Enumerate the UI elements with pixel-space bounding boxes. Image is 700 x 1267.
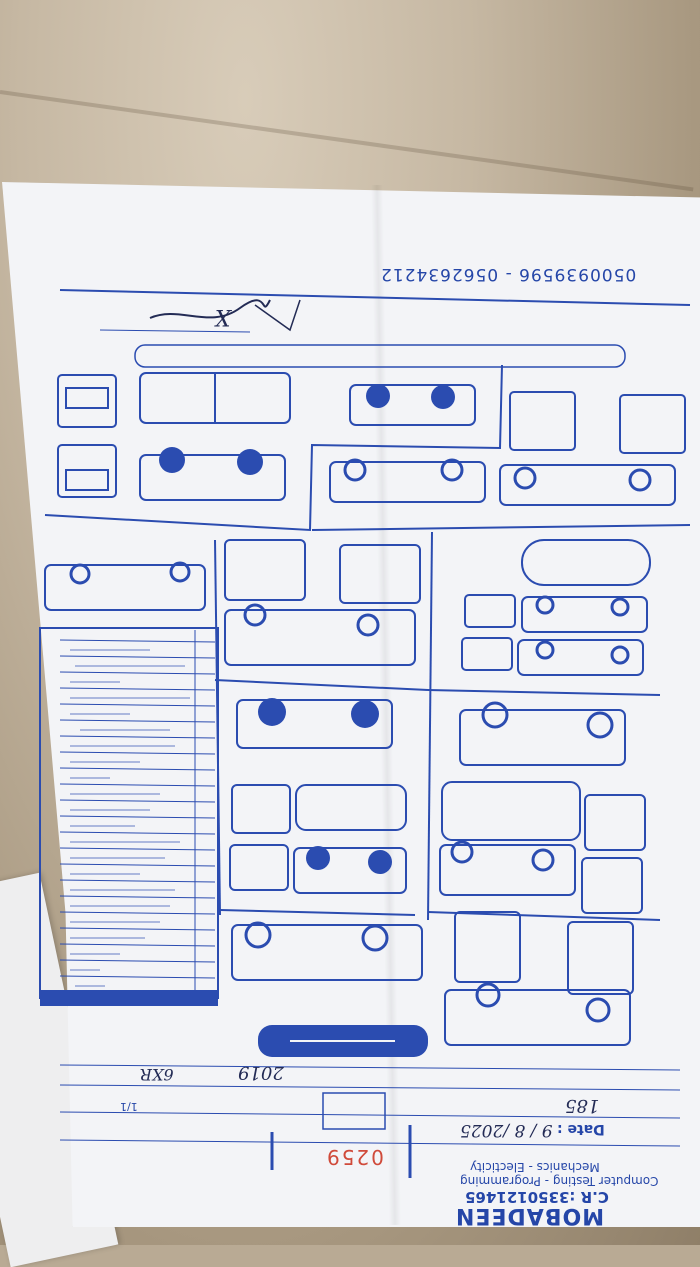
checklist-table: [39, 627, 219, 1006]
signature-scribble: [149, 299, 271, 319]
form-lines: [59, 1064, 681, 1147]
note-code: 1/1: [120, 1100, 138, 1113]
wheel-markers: [159, 384, 455, 874]
vehicle-outlines: [44, 372, 686, 1046]
wheel-rings: [69, 458, 652, 1023]
services-line2: Mechanics - Electicity: [470, 1160, 600, 1174]
table-footer-bar: [40, 990, 218, 1006]
date-value: 9 / 8 /2025: [460, 1120, 553, 1140]
date-label: Date :: [557, 1121, 605, 1137]
number-field: 185: [565, 1095, 600, 1116]
pen-icons: [270, 1125, 412, 1178]
model-year: 2019: [238, 1062, 284, 1083]
company-name: MOBADEEN: [455, 1203, 605, 1228]
date-block: Date : 9 / 8 /2025: [460, 1120, 605, 1140]
model-code: 6XR: [140, 1065, 174, 1084]
serial-number: 0259: [325, 1145, 384, 1169]
agreement-mark: X: [215, 304, 231, 329]
services-line1: Computer Testing - Programming: [460, 1174, 659, 1188]
disclaimer-box: [134, 344, 626, 368]
checkbox-stamp: [322, 1092, 386, 1130]
